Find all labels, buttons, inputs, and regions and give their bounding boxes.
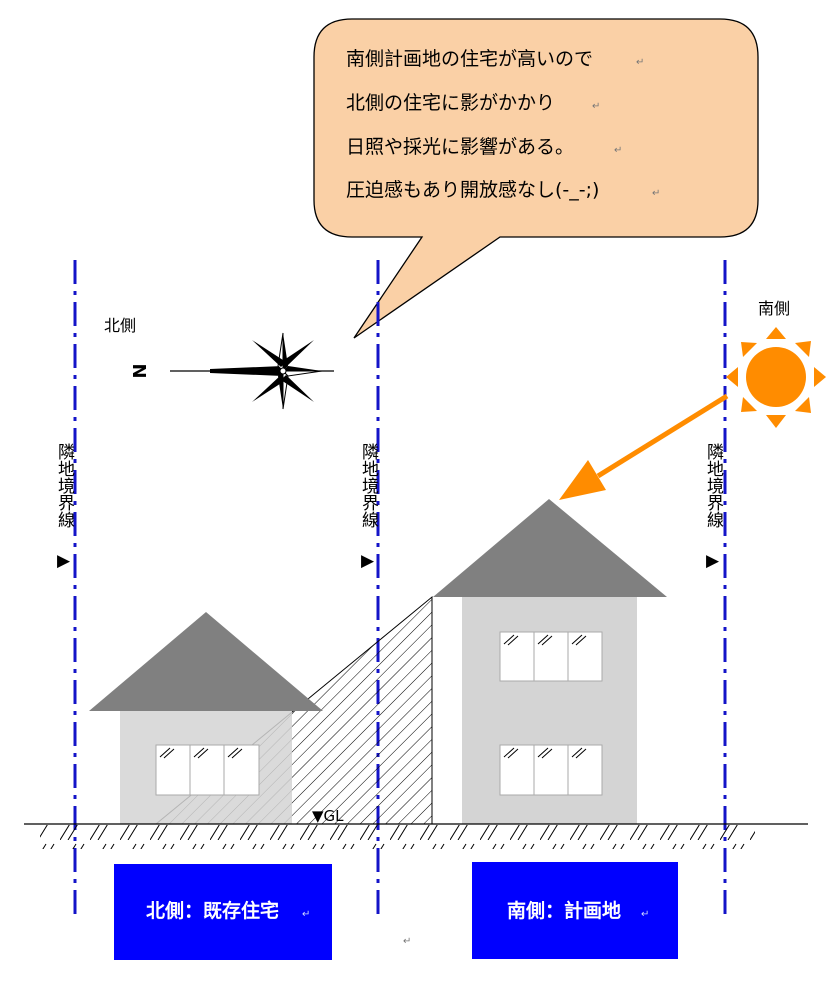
return-mark: ↵ <box>636 57 644 68</box>
sun-icon <box>726 327 826 428</box>
callout-line-1: 南側計画地の住宅が高いので <box>346 48 593 70</box>
south-house-roof <box>433 499 667 597</box>
return-mark: ↵ <box>302 909 310 920</box>
callout-line-4: 圧迫感もあり開放感なし(-_-;) <box>346 179 599 201</box>
callout-bubble <box>313 18 759 339</box>
return-mark: ↵ <box>641 909 649 920</box>
boundary-label-south: 隣地境界線 ▶ <box>703 443 724 571</box>
south-house-window-upper <box>499 631 603 682</box>
return-mark: ↵ <box>614 145 622 156</box>
north-box-label: 北側：既存住宅 <box>146 899 279 922</box>
ground-level-label: ▼GL <box>312 807 344 825</box>
return-mark: ↵ <box>652 188 660 199</box>
boundary-marker-icon: ▶ <box>57 551 71 571</box>
boundary-label-text: 隣地境界線 <box>54 443 75 528</box>
boundary-marker-icon: ▶ <box>361 551 375 571</box>
boundary-label-text: 隣地境界線 <box>358 443 379 528</box>
boundary-label-north: 隣地境界線 ▶ <box>54 443 75 571</box>
boundary-label-text: 隣地境界線 <box>703 443 724 528</box>
callout-line-3: 日照や採光に影響がある。 <box>346 136 574 158</box>
north-existing-house-box: 北側：既存住宅 ↵ <box>114 864 332 960</box>
callout-line-2: 北側の住宅に影がかかり <box>346 92 555 114</box>
ground <box>24 823 808 849</box>
north-house-window <box>155 744 260 796</box>
south-box-label: 南側：計画地 <box>507 899 621 922</box>
compass-north-letter: N <box>128 363 149 378</box>
north-existing-house <box>89 612 323 824</box>
compass-rose-icon: N <box>128 332 334 410</box>
sun-ray-arrow <box>559 393 729 500</box>
boundary-marker-icon: ▶ <box>706 551 720 571</box>
south-planned-site-box: 南側：計画地 ↵ <box>472 862 678 959</box>
south-side-label: 南側 <box>758 299 790 318</box>
north-house-roof <box>89 612 323 711</box>
speech-callout: 南側計画地の住宅が高いので 北側の住宅に影がかかり 日照や採光に影響がある。 圧… <box>313 18 759 339</box>
return-mark: ↵ <box>592 101 600 112</box>
south-house-window-lower <box>499 744 603 796</box>
return-mark: ↵ <box>403 936 411 947</box>
north-side-label: 北側 <box>104 316 136 335</box>
south-planned-house <box>433 499 667 824</box>
boundary-label-middle: 隣地境界線 ▶ <box>358 443 379 571</box>
